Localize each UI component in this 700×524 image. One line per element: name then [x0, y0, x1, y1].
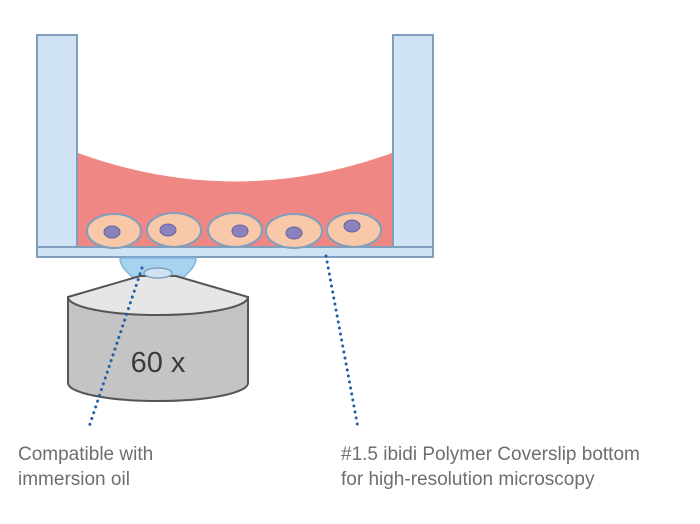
- objective-front-lens: [143, 267, 173, 279]
- objective-body: [67, 296, 249, 402]
- objective-magnification-label: 60 x: [131, 347, 186, 379]
- pointer-coverslip: [324, 254, 360, 430]
- coverslip-bottom: [36, 246, 434, 258]
- cell-nucleus: [343, 219, 361, 233]
- objective-lens: 60 x: [66, 267, 250, 402]
- dish-wall-right: [392, 34, 434, 248]
- cell-layer: [86, 212, 382, 249]
- coverslip-label-line2: for high-resolution microscopy: [341, 469, 595, 490]
- immersion-oil-label-line2: immersion oil: [18, 469, 130, 490]
- dish-wall-left: [36, 34, 78, 248]
- coverslip-label: #1.5 ibidi Polymer Coverslip bottom for …: [341, 442, 640, 492]
- cell-nucleus: [285, 226, 303, 240]
- cell-nucleus: [103, 225, 121, 239]
- objective-top-cone: [66, 275, 250, 316]
- cell-nucleus: [231, 224, 249, 238]
- immersion-oil-label-line1: Compatible with: [18, 444, 154, 465]
- coverslip-label-line1: #1.5 ibidi Polymer Coverslip bottom: [341, 444, 640, 465]
- cell-nucleus: [159, 223, 177, 237]
- immersion-oil-label: Compatible with immersion oil: [18, 442, 153, 492]
- pointer-immersion-oil: [86, 266, 144, 432]
